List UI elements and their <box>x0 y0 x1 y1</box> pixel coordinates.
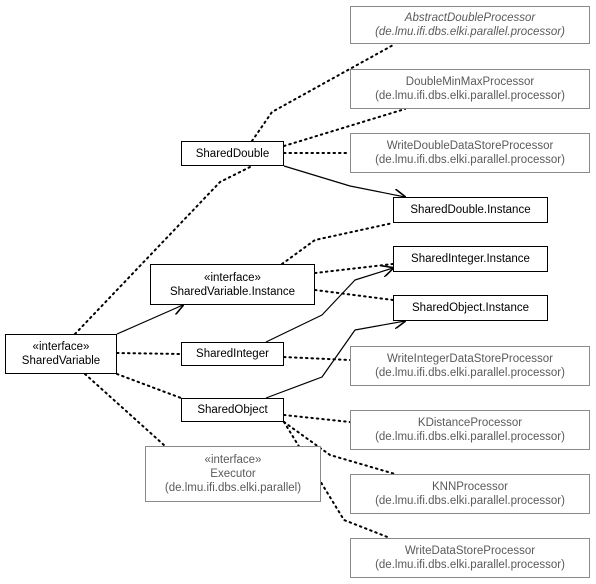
package-label: (de.lmu.ifi.dbs.elki.parallel) <box>164 482 302 494</box>
class-knn-processor[interactable]: KNNProcessor (de.lmu.ifi.dbs.elki.parall… <box>350 474 590 514</box>
class-shared-object-instance[interactable]: SharedObject.Instance <box>393 295 548 321</box>
package-label: (de.lmu.ifi.dbs.elki.parallel.processor) <box>375 559 565 571</box>
package-label: (de.lmu.ifi.dbs.elki.parallel.processor) <box>375 431 565 443</box>
interface-executor[interactable]: «interface» Executor (de.lmu.ifi.dbs.elk… <box>145 446 321 502</box>
class-name: DoubleMinMaxProcessor <box>405 76 535 88</box>
class-name: KNNProcessor <box>431 481 509 493</box>
dependency-edge-shared_variable_instance-shared_object_instance <box>314 289 394 301</box>
package-label: (de.lmu.ifi.dbs.elki.parallel.processor) <box>375 367 565 379</box>
association-edge-shared_integer-shared_integer_instance <box>265 268 393 343</box>
class-name: WriteDataStoreProcessor <box>404 545 536 557</box>
class-k-distance-processor[interactable]: KDistanceProcessor (de.lmu.ifi.dbs.elki.… <box>350 410 590 450</box>
class-name: WriteIntegerDataStoreProcessor <box>387 353 553 365</box>
class-abstract-double-processor[interactable]: AbstractDoubleProcessor (de.lmu.ifi.dbs.… <box>350 6 590 44</box>
dependency-edge-shared_integer-write_integer_data_store_processor <box>283 356 351 361</box>
class-shared-double[interactable]: SharedDouble <box>181 141 284 166</box>
class-shared-integer-instance[interactable]: SharedInteger.Instance <box>393 246 548 272</box>
class-name: SharedVariable.Instance <box>169 285 296 298</box>
class-name: SharedInteger <box>196 348 269 360</box>
class-shared-double-instance[interactable]: SharedDouble.Instance <box>393 197 548 223</box>
association-edge-shared_double-shared_double_instance <box>283 165 405 197</box>
edges-layer <box>74 43 406 539</box>
stereotype-label: «interface» <box>32 341 90 353</box>
class-name: SharedObject <box>197 404 268 416</box>
dependency-edge-shared_double-double_min_max_processor <box>283 108 406 147</box>
class-shared-object[interactable]: SharedObject <box>181 398 284 422</box>
stereotype-label: «interface» <box>204 271 261 284</box>
dependency-edge-shared_variable-shared_object <box>116 373 182 399</box>
class-shared-integer[interactable]: SharedInteger <box>181 342 284 366</box>
package-label: (de.lmu.ifi.dbs.elki.parallel.processor) <box>375 154 565 166</box>
class-name: SharedVariable <box>21 355 101 367</box>
class-name: SharedInteger.Instance <box>411 253 530 265</box>
association-edge-shared_variable-shared_variable_instance <box>116 305 183 335</box>
association-edge-shared_object-shared_object_instance <box>265 321 405 399</box>
class-write-integer-data-store-processor[interactable]: WriteIntegerDataStoreProcessor (de.lmu.i… <box>350 346 590 386</box>
class-name: AbstractDoubleProcessor <box>404 12 536 24</box>
dependency-edge-shared_double-abstract_double_processor <box>251 43 396 142</box>
class-name: WriteDoubleDataStoreProcessor <box>386 140 554 152</box>
class-write-double-data-store-processor[interactable]: WriteDoubleDataStoreProcessor (de.lmu.if… <box>350 133 590 173</box>
dependency-edge-shared_object-knn_processor <box>283 421 396 475</box>
stereotype-label: «interface» <box>204 454 262 466</box>
class-name: KDistanceProcessor <box>417 417 523 429</box>
class-name: SharedObject.Instance <box>412 302 529 314</box>
dependency-edge-shared_object-k_distance_processor <box>283 414 351 423</box>
package-label: (de.lmu.ifi.dbs.elki.parallel.processor) <box>375 495 565 507</box>
class-shared-variable-instance[interactable]: «interface» SharedVariable.Instance <box>150 264 315 305</box>
class-name: SharedDouble.Instance <box>410 204 531 216</box>
class-write-data-store-processor[interactable]: WriteDataStoreProcessor (de.lmu.ifi.dbs.… <box>350 538 590 578</box>
dependency-edge-shared_variable-shared_integer <box>116 352 182 355</box>
package-label: (de.lmu.ifi.dbs.elki.parallel.processor) <box>375 26 565 38</box>
dependency-edge-shared_variable_instance-shared_integer_instance <box>314 263 394 274</box>
class-name: SharedDouble <box>195 147 270 160</box>
package-label: (de.lmu.ifi.dbs.elki.parallel.processor) <box>375 90 565 102</box>
dependency-edge-shared_variable-shared_double <box>74 165 253 335</box>
dependency-edge-shared_variable-executor <box>84 373 166 447</box>
class-double-min-max-processor[interactable]: DoubleMinMaxProcessor (de.lmu.ifi.dbs.el… <box>350 69 590 109</box>
dependency-edge-shared_variable_instance-shared_double_instance <box>281 222 394 265</box>
class-name: Executor <box>210 468 256 480</box>
class-shared-variable[interactable]: «interface» SharedVariable <box>5 334 117 374</box>
